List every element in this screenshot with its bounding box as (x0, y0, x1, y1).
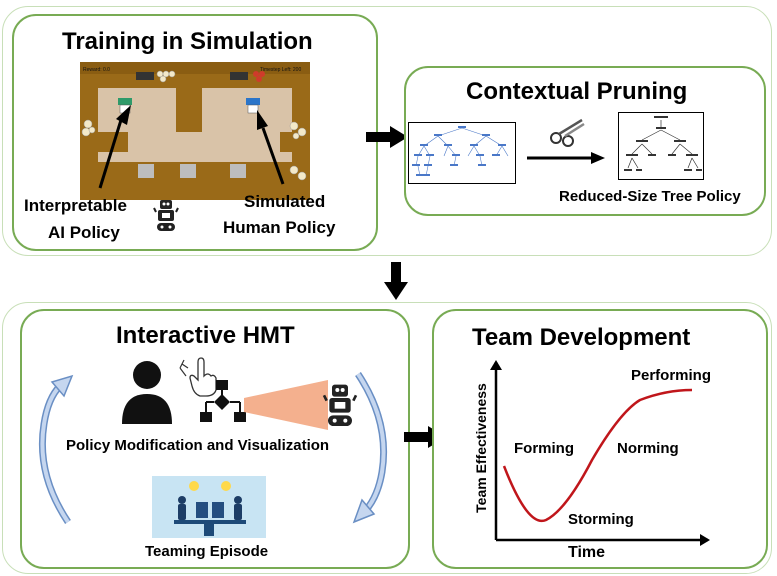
pruning-arrow (527, 152, 605, 164)
teaming-episode-label: Teaming Episode (145, 543, 269, 560)
stage-performing: Performing (631, 367, 712, 384)
team-development-box (432, 309, 768, 569)
visualization-beam (244, 380, 328, 430)
team-development-curve (502, 388, 693, 523)
person-icon (122, 361, 172, 424)
policy-modification-label: Policy Modification and Visualization (66, 437, 330, 454)
reduced-tree-label: Reduced-Size Tree Policy (559, 188, 741, 205)
robot-icon (322, 384, 358, 426)
full-tree-image (408, 122, 516, 184)
interactive-hmt-title: Interactive HMT (116, 322, 295, 349)
contextual-pruning-title: Contextual Pruning (466, 78, 688, 105)
svg-text:Timestep Left: 200: Timestep Left: 200 (260, 67, 301, 73)
stage-norming: Norming (617, 440, 679, 457)
stage-storming: Storming (568, 511, 634, 528)
robot-icon (153, 200, 179, 231)
scissors-icon (550, 118, 585, 147)
human-policy-label-line2: Human Policy (223, 218, 336, 237)
reduced-tree-image (618, 112, 704, 180)
x-axis-label: Time (568, 544, 606, 561)
svg-text:Reward: 0.0: Reward: 0.0 (83, 67, 110, 73)
stage-forming: Forming (514, 440, 574, 457)
teaming-episode-image (152, 476, 266, 538)
right-arrow-icon (366, 126, 408, 148)
y-axis-label: Team Effectiveness (473, 383, 489, 513)
down-arrow-icon (384, 262, 408, 300)
training-simulation-title: Training in Simulation (62, 28, 313, 55)
hand-gesture-icon (179, 357, 217, 397)
cycle-arrow-icon (38, 374, 74, 524)
ai-policy-label-line1: Interpretable (24, 196, 127, 215)
flowchart-icon (200, 380, 246, 422)
team-development-title: Team Development (472, 324, 691, 351)
ai-policy-label-line2: AI Policy (48, 223, 120, 242)
team-development-chart (490, 360, 710, 546)
human-policy-label-line1: Simulated (244, 192, 326, 211)
cycle-arrow-icon (352, 372, 388, 524)
